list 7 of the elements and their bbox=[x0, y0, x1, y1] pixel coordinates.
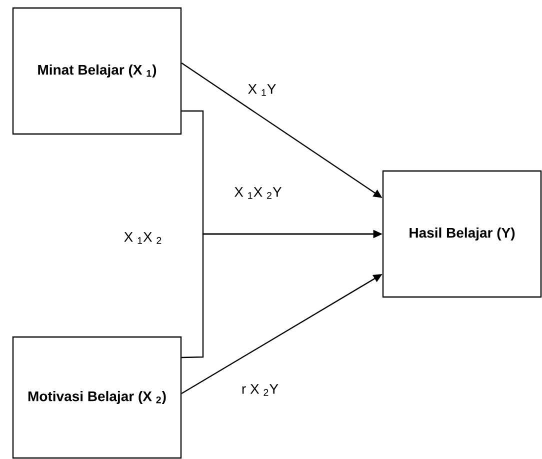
variable-box: Motivasi Belajar (X $_{2}$) bbox=[12, 336, 182, 459]
edge-label: X $_{1}$Y bbox=[246, 83, 278, 97]
correlation-label: X $_{1}$X $_{2}$ bbox=[124, 232, 162, 244]
edge-label: X $_{1}$X $_{2}$Y bbox=[233, 186, 283, 200]
variable-box: Hasil Belajar (Y) bbox=[382, 170, 542, 298]
variable-box: Minat Belajar (X $_{1}$) bbox=[12, 7, 182, 135]
edge-label: r X $_{2}$Y bbox=[240, 383, 280, 397]
